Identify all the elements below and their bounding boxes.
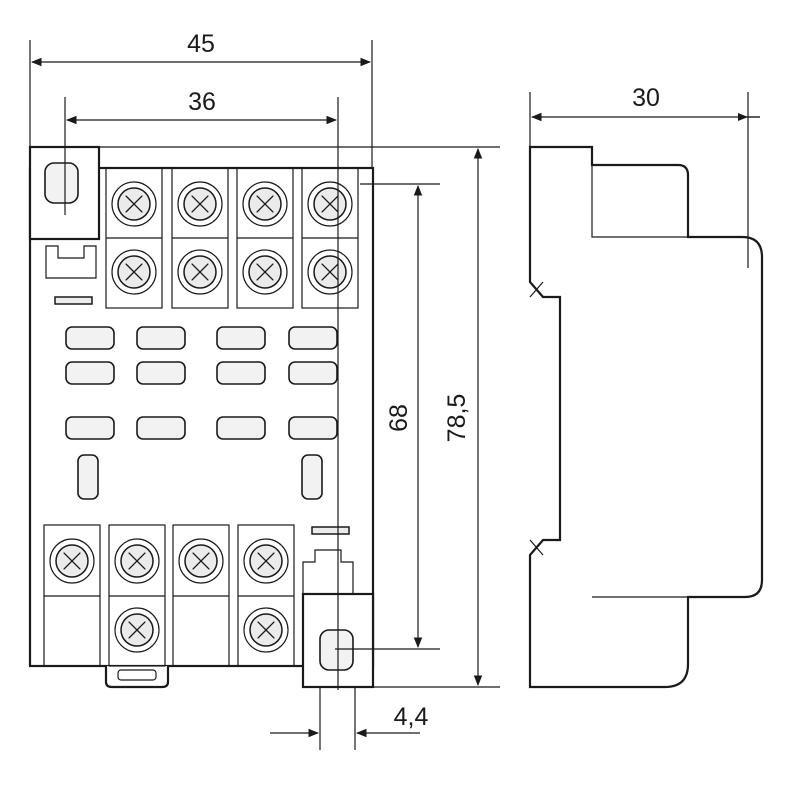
front-view xyxy=(28,145,375,689)
dim-label-width-overall: 45 xyxy=(187,30,215,58)
pin-slot xyxy=(65,326,115,350)
terminal-screw-icon xyxy=(242,181,288,227)
pin-slot xyxy=(216,361,266,385)
dim-label-height-mount: 68 xyxy=(385,404,413,432)
side-view xyxy=(528,145,764,689)
pin-slot xyxy=(136,326,186,350)
din-notch-top xyxy=(529,281,544,298)
terminal-screw-icon xyxy=(307,249,353,295)
terminal-screw-icon xyxy=(307,181,353,227)
release-latch xyxy=(104,666,170,689)
terminal-row-bottom xyxy=(43,524,295,667)
terminal-screw-icon xyxy=(178,538,224,584)
terminal-screw-icon xyxy=(111,249,157,295)
terminal-screw-icon xyxy=(111,181,157,227)
terminal-screw-icon xyxy=(177,249,223,295)
terminal-screw-icon xyxy=(177,181,223,227)
coil-pin-slot xyxy=(301,454,323,500)
release-latch-slot xyxy=(117,669,157,681)
pin-slot xyxy=(136,361,186,385)
terminal-screw-icon xyxy=(243,607,289,653)
side-step-top xyxy=(591,165,688,238)
dim-label-height-overall: 78,5 xyxy=(443,394,471,443)
pin-slot xyxy=(288,326,338,350)
mount-hole-bottom xyxy=(319,629,354,671)
pin-slot xyxy=(65,361,115,385)
pin-slot xyxy=(136,416,186,440)
pin-slots xyxy=(65,326,338,500)
side-profile xyxy=(528,145,764,689)
dim-label-depth: 30 xyxy=(632,84,660,112)
pin-slot xyxy=(288,361,338,385)
terminal-screw-icon xyxy=(114,607,160,653)
terminal-screw-icon xyxy=(242,249,288,295)
terminal-screw-icon xyxy=(243,538,289,584)
slot-marker-bottom xyxy=(311,526,350,535)
dim-label-width-pitch: 36 xyxy=(188,88,216,116)
terminal-screw-icon xyxy=(114,538,160,584)
clip-top xyxy=(45,245,97,279)
dimension-lines: 45 36 68 78,5 30 4,4 xyxy=(29,30,760,750)
clip-bottom xyxy=(302,549,354,595)
coil-pin-slot xyxy=(77,454,99,500)
pin-slot xyxy=(65,416,115,440)
slot-marker-top xyxy=(54,296,93,305)
pin-slot xyxy=(216,326,266,350)
dim-label-offset: 4,4 xyxy=(394,703,429,731)
pin-slot xyxy=(216,416,266,440)
pin-slot xyxy=(288,416,338,440)
terminal-screw-icon xyxy=(49,538,95,584)
mount-hole-top xyxy=(44,162,79,204)
din-notch-bottom xyxy=(529,539,544,556)
terminal-row-top xyxy=(105,167,359,309)
